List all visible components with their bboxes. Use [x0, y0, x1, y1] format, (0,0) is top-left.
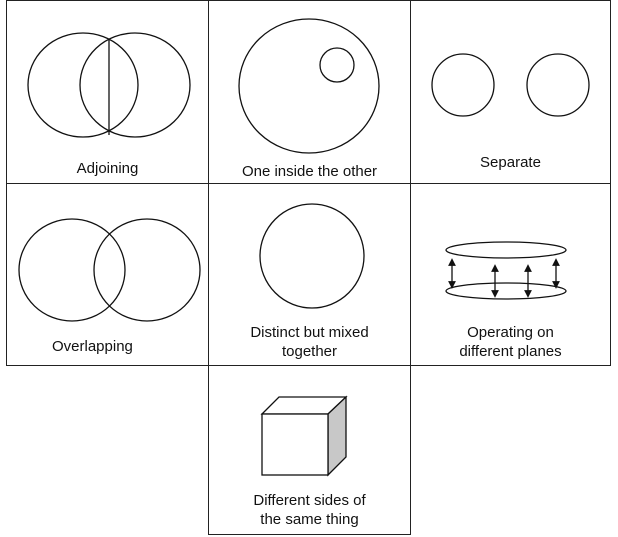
cube-diagram	[260, 395, 348, 477]
inner-circle	[319, 47, 355, 83]
planes-label: Operating on different planes	[411, 323, 610, 361]
panel-distinct-but-mixed: Distinct but mixed together	[208, 183, 411, 366]
panel-different-sides: Different sides of the same thing	[208, 365, 411, 535]
inside-label: One inside the other	[241, 163, 378, 180]
outer-circle	[238, 18, 380, 154]
panel-overlapping: Overlapping	[6, 183, 209, 366]
mixed-label-line2: together	[281, 343, 338, 360]
upper-plane	[445, 241, 567, 259]
mixed-label: Distinct but mixed together	[209, 323, 410, 361]
separate-label: Separate	[480, 154, 541, 171]
separate-diagram	[431, 53, 590, 117]
cube-front-face	[261, 413, 329, 476]
sides-label-line2: the same thing	[260, 511, 359, 528]
adjoining-label: Adjoining	[76, 160, 139, 177]
adjoining-diagram	[27, 32, 191, 138]
sides-label: Different sides of the same thing	[209, 491, 410, 529]
mixed-diagram	[259, 203, 365, 309]
mixed-circle	[259, 203, 365, 309]
planes-diagram	[445, 241, 567, 300]
panel-different-planes: Operating on different planes	[410, 183, 611, 366]
panel-adjoining: Adjoining	[6, 0, 209, 184]
inside-diagram	[238, 18, 380, 154]
panel-separate: Separate	[410, 0, 611, 184]
left-half-circle	[27, 32, 139, 138]
right-separate-circle	[526, 53, 590, 117]
overlapping-label: Overlapping	[52, 338, 133, 355]
right-overlap-circle	[93, 218, 201, 322]
left-separate-circle	[431, 53, 495, 117]
panel-one-inside-the-other: One inside the other	[208, 0, 411, 184]
left-overlap-circle	[18, 218, 126, 322]
planes-label-line1: Operating on	[467, 324, 554, 341]
planes-label-line2: different planes	[459, 343, 562, 360]
sides-label-line1: Different sides of	[253, 492, 366, 509]
right-half-circle	[79, 32, 191, 138]
lower-plane	[445, 282, 567, 300]
mixed-label-line1: Distinct but mixed	[250, 324, 369, 341]
overlapping-diagram	[18, 218, 201, 322]
